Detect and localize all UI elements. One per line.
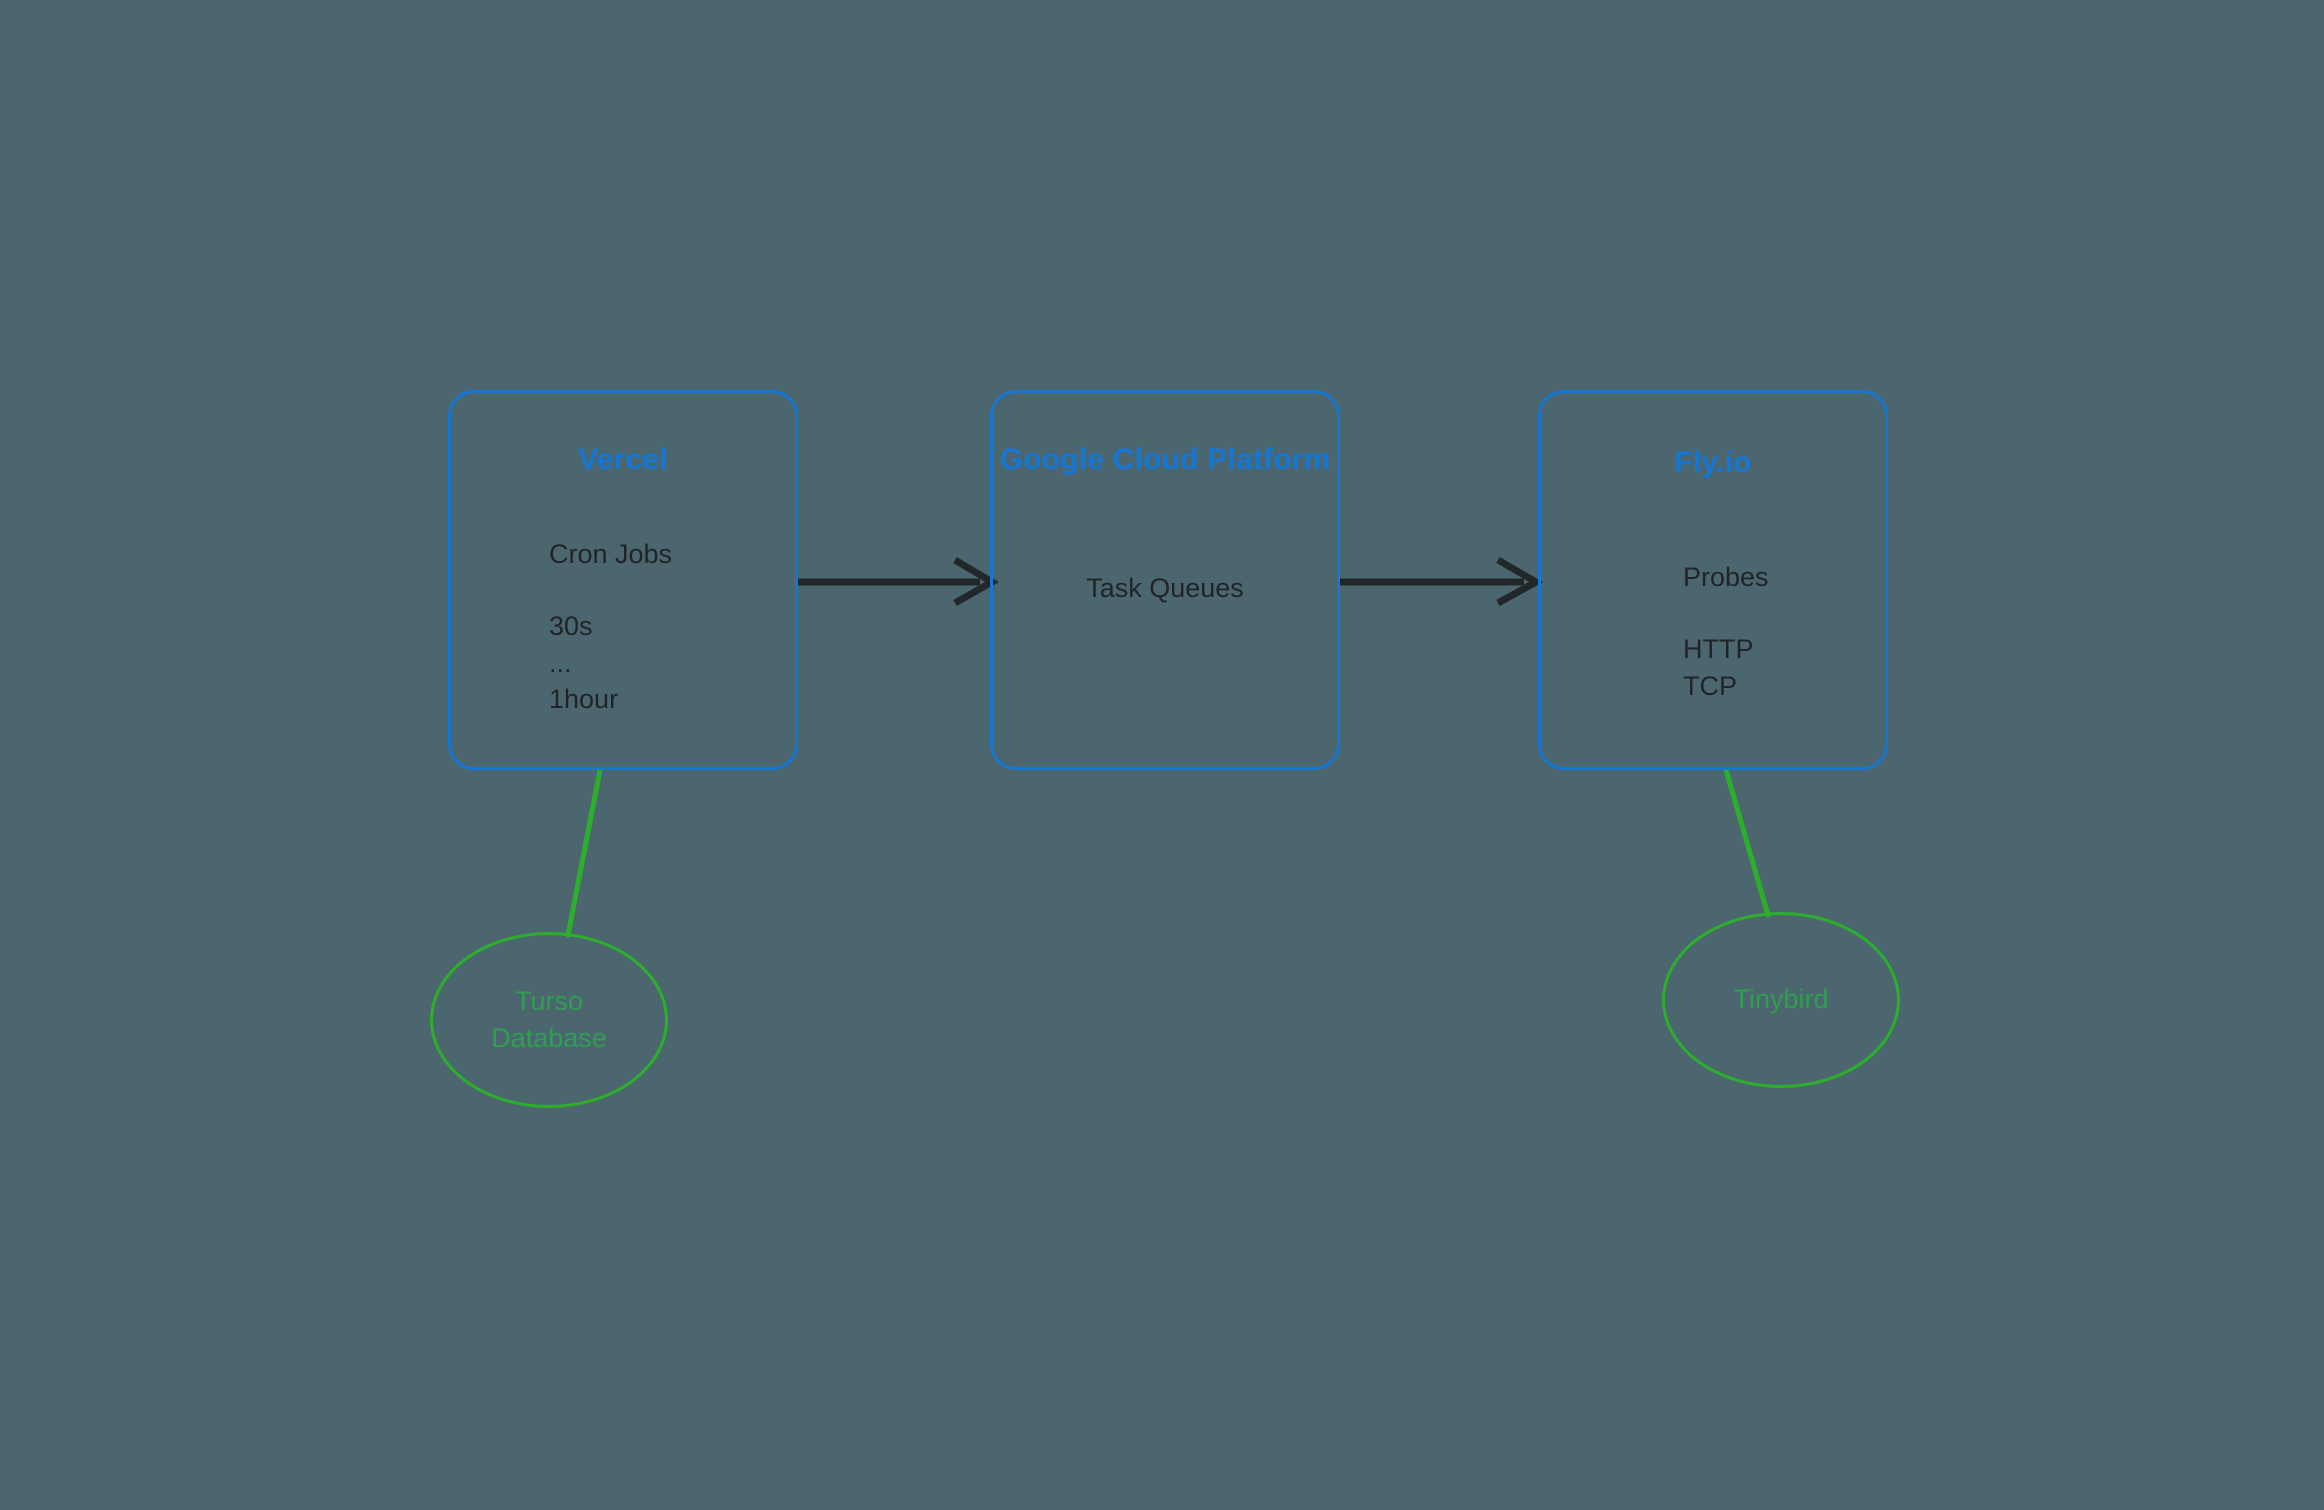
node-vercel-title: Vercel	[578, 443, 668, 476]
node-gcp-title: Google Cloud Platform	[999, 443, 1331, 476]
node-vercel[interactable]: Vercel Cron Jobs 30s ... 1hour	[448, 390, 798, 770]
edge-vercel-to-gcp	[797, 556, 999, 607]
edge-gcp-to-flyio	[1340, 556, 1544, 607]
edge-flyio-to-tinybird	[1723, 767, 1771, 918]
node-tinybird-label: Tinybird	[1733, 984, 1829, 1015]
node-turso-database[interactable]: Turso Database	[430, 932, 668, 1108]
node-flyio-title: Fly.io	[1674, 446, 1752, 479]
edge-vercel-to-turso	[565, 767, 603, 938]
node-flyio-body: Probes HTTP TCP	[1683, 562, 1769, 701]
node-gcp-body: Task Queues	[1086, 573, 1244, 603]
node-flyio[interactable]: Fly.io Probes HTTP TCP	[1538, 390, 1888, 770]
node-turso-database-label: Turso Database	[491, 985, 607, 1053]
node-vercel-body: Cron Jobs 30s ... 1hour	[549, 539, 673, 714]
node-tinybird[interactable]: Tinybird	[1662, 912, 1900, 1088]
node-gcp[interactable]: Google Cloud Platform Task Queues	[990, 390, 1340, 770]
